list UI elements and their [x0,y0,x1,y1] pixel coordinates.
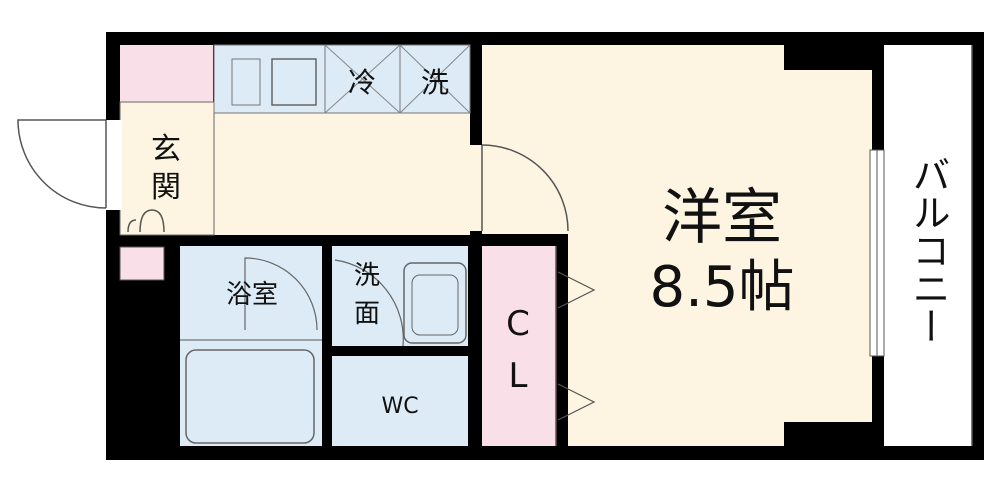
front-door-swing [17,119,107,209]
washbasin-inner [411,274,459,336]
fridge-label: 冷 [348,66,376,99]
closet-door-mark-2 [557,383,596,421]
room-door-swing [481,144,569,232]
washer-label: 洗 [421,66,449,99]
genkan-floor [119,101,215,236]
western-room-floor [482,45,872,234]
closet-label-2: L [509,356,528,396]
bath-label: 浴室 [226,280,278,310]
front-door-opening [104,120,122,210]
western-room-name: 洋室 [662,183,782,253]
washroom-floor [332,246,468,346]
sink-basin [271,58,317,106]
washroom-label-2: 面 [354,299,380,329]
western-room-floor-lower [568,234,872,446]
balcony-label: バルコニー [906,155,950,345]
western-room-size: 8.5帖 [649,255,794,320]
wc-label: WC [381,394,418,419]
pillar-bottom-right [784,422,872,460]
washroom-label-1: 洗 [354,261,380,291]
washroom-door-swing [334,259,404,347]
bathroom-floor [180,246,322,446]
entrance-floor [120,45,213,102]
room-door-opening [470,145,484,231]
pillar-top-right [784,32,872,70]
closet-door-mark-1 [557,271,596,309]
kitchen-counter [213,44,326,114]
wc-floor [332,356,468,446]
bathtub [185,349,315,444]
balcony-floor [884,45,972,446]
shoe-box-mark [127,209,165,233]
entrance-step [119,246,165,281]
genkan-label-1: 玄 [151,132,181,167]
genkan-label-2: 関 [151,170,181,205]
closet-label-1: C [506,304,530,344]
fridge-cross-b [324,44,401,114]
closet-floor [482,246,556,446]
stove [231,58,261,106]
washbasin [403,262,467,344]
bath-door-swing [244,257,318,331]
washer-cross-b [399,44,471,114]
